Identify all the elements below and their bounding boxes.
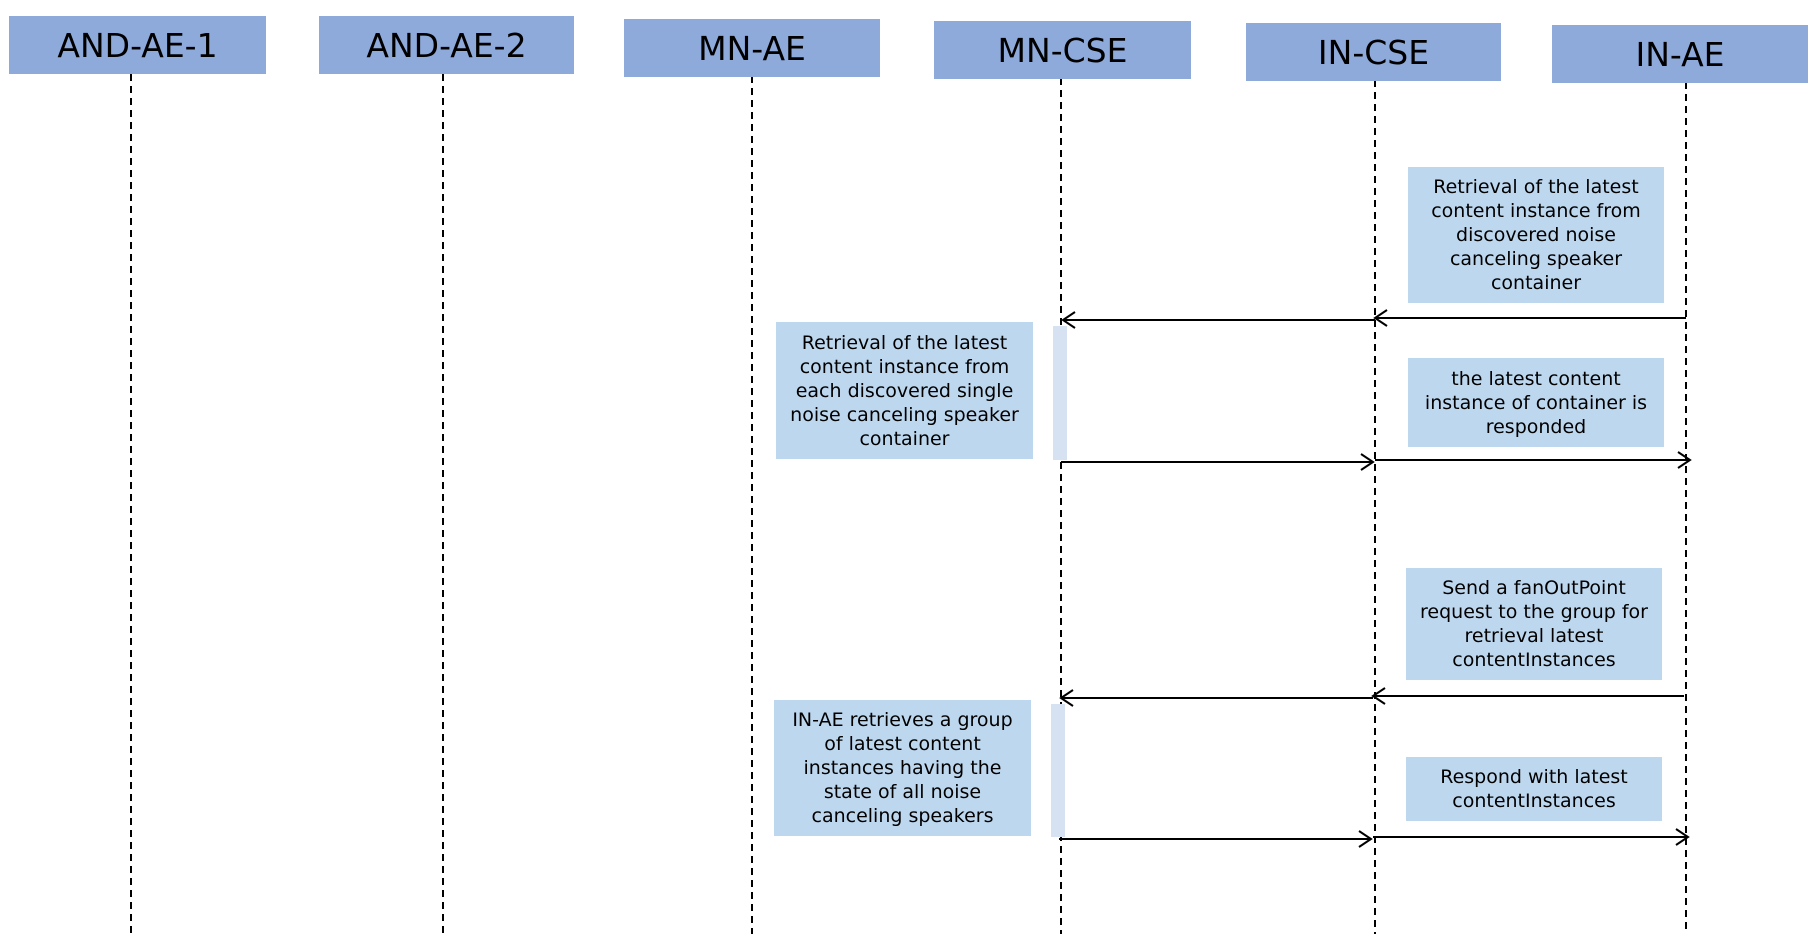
note-retrieval-from-each-single-speaker-container: Retrieval of the latest content instance… [776, 322, 1033, 459]
participant-mn-ae: MN-AE [624, 19, 880, 77]
note-in-ae-retrieves-group: IN-AE retrieves a group of latest conten… [774, 700, 1031, 836]
message-arrow-4 [1375, 451, 1692, 469]
participant-and-ae-2: AND-AE-2 [319, 16, 574, 74]
participant-in-cse: IN-CSE [1246, 23, 1501, 81]
activation-bar-mn-cse [1053, 326, 1067, 460]
participant-mn-cse: MN-CSE [934, 21, 1191, 79]
participant-in-ae: IN-AE [1552, 25, 1808, 83]
note-respond-with-latest-contentinstances: Respond with latest contentInstances [1406, 757, 1662, 821]
message-arrow-7 [1059, 830, 1373, 848]
message-arrow-1 [1373, 309, 1686, 327]
message-arrow-8 [1373, 828, 1690, 846]
note-latest-content-instance-responded: the latest content instance of container… [1408, 358, 1664, 447]
participant-and-ae-1: AND-AE-1 [9, 16, 266, 74]
message-arrow-5 [1371, 687, 1684, 705]
note-send-fanoutpoint-request: Send a fanOutPoint request to the group … [1406, 568, 1662, 680]
activation-bar-mn-cse [1051, 704, 1065, 837]
message-arrow-2 [1061, 311, 1375, 329]
note-retrieval-from-noise-canceling-speaker-container: Retrieval of the latest content instance… [1408, 167, 1664, 303]
message-arrow-3 [1061, 453, 1375, 471]
message-arrow-6 [1059, 689, 1373, 707]
